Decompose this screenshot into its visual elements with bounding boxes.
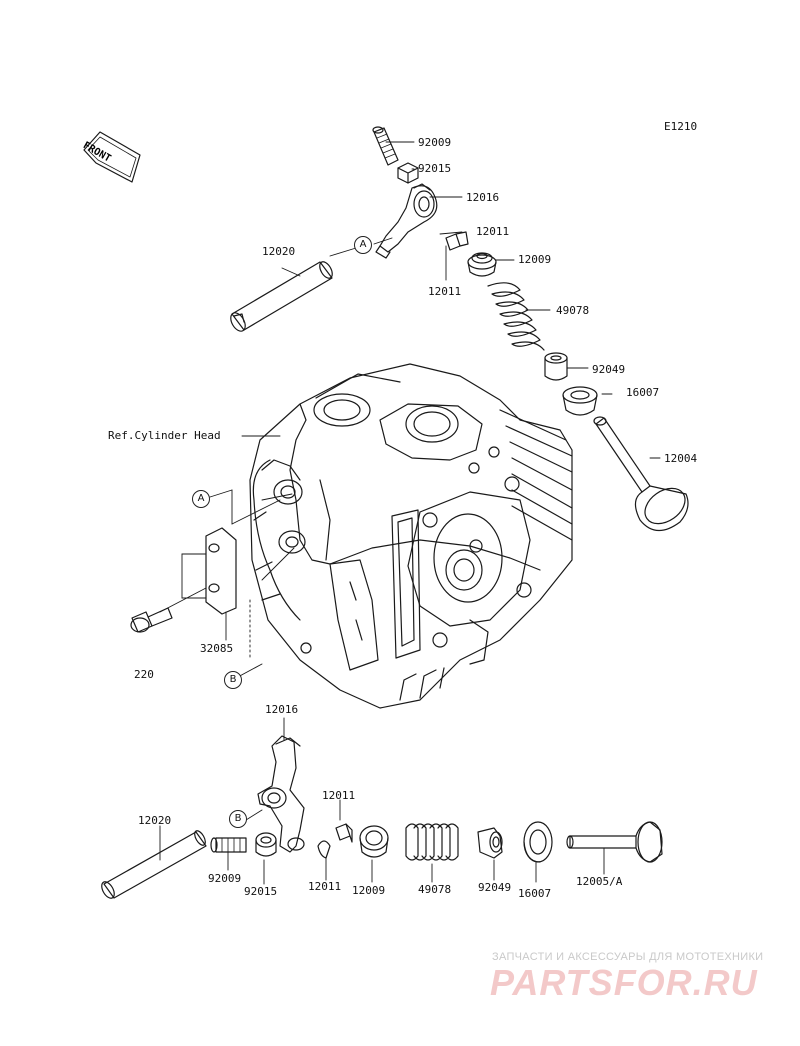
watermark-tagline: ЗАПЧАСТИ И АКСЕССУАРЫ ДЛЯ МОТОТЕХНИКИ [492,951,764,963]
adjuster-screw-top [372,126,399,166]
part-number-92009-top: 92009 [418,136,452,149]
part-number-12020-bottom: 12020 [138,814,172,827]
valve-spring-bottom [405,823,459,861]
spring-retainer-top [467,252,497,277]
part-number-12016-top: 12016 [466,191,500,204]
part-number-12011-bottom-top: 12011 [322,789,356,802]
part-number-92015-top: 92015 [418,162,452,175]
spring-seat-bottom [523,821,553,863]
valve-stem-seal-bottom [477,827,503,859]
watermark-logo: PARTSFOR.RU [490,962,758,1003]
spring-seat-top [562,386,598,416]
part-number-12011-bottom: 12011 [308,880,342,893]
intake-valve [593,416,689,532]
part-number-12005a: 12005/A [576,875,623,888]
part-number-12009-bottom: 12009 [352,884,386,897]
exhaust-valve [566,821,663,863]
part-number-220: 220 [134,668,154,681]
marker-a-top: A [354,236,372,254]
marker-a-side: A [192,490,210,508]
part-number-12011-top-right: 12011 [476,225,510,238]
valve-keeper-bottom [317,823,353,859]
diagram-code: E1210 [664,120,698,133]
gasket-plate [205,527,237,615]
rocker-shaft-bottom [101,830,207,899]
valve-keeper-top [445,231,469,251]
part-number-12009-top: 12009 [518,253,552,266]
part-number-12020-top: 12020 [262,245,296,258]
reference-label: Ref.Cylinder Head [108,429,221,442]
part-number-32085: 32085 [200,642,234,655]
part-number-49078-top: 49078 [556,304,590,317]
part-number-16007-top: 16007 [626,386,660,399]
spring-retainer-bottom [359,825,389,858]
rocker-arm-top [375,183,438,259]
part-number-12004: 12004 [664,452,698,465]
part-number-49078-bottom: 49078 [418,883,452,896]
rocker-arm-bottom [257,735,305,853]
part-number-12016-bottom: 12016 [265,703,299,716]
part-number-92009-bottom: 92009 [208,872,242,885]
marker-b-bottom: B [229,810,247,828]
leader-lines-bottom [159,717,605,885]
rocker-shaft-top [230,261,333,332]
part-number-16007-bottom: 16007 [518,887,552,900]
part-number-12011-top-left: 12011 [428,285,462,298]
valve-spring-top [487,282,545,351]
leader-lines-top [281,141,661,459]
lock-nut-top [397,162,419,184]
bolt [130,607,173,633]
leader-lines-middle [159,393,613,679]
cylinder-head [249,363,573,709]
valve-stem-seal-top [544,352,568,381]
part-number-92049-bottom: 92049 [478,881,512,894]
adjuster-screw-bottom [210,837,247,853]
lock-nut-bottom [255,832,277,857]
front-arrow-icon [83,131,141,183]
part-number-92049-top: 92049 [592,363,626,376]
part-number-92015-bottom: 92015 [244,885,278,898]
marker-b-side: B [224,671,242,689]
